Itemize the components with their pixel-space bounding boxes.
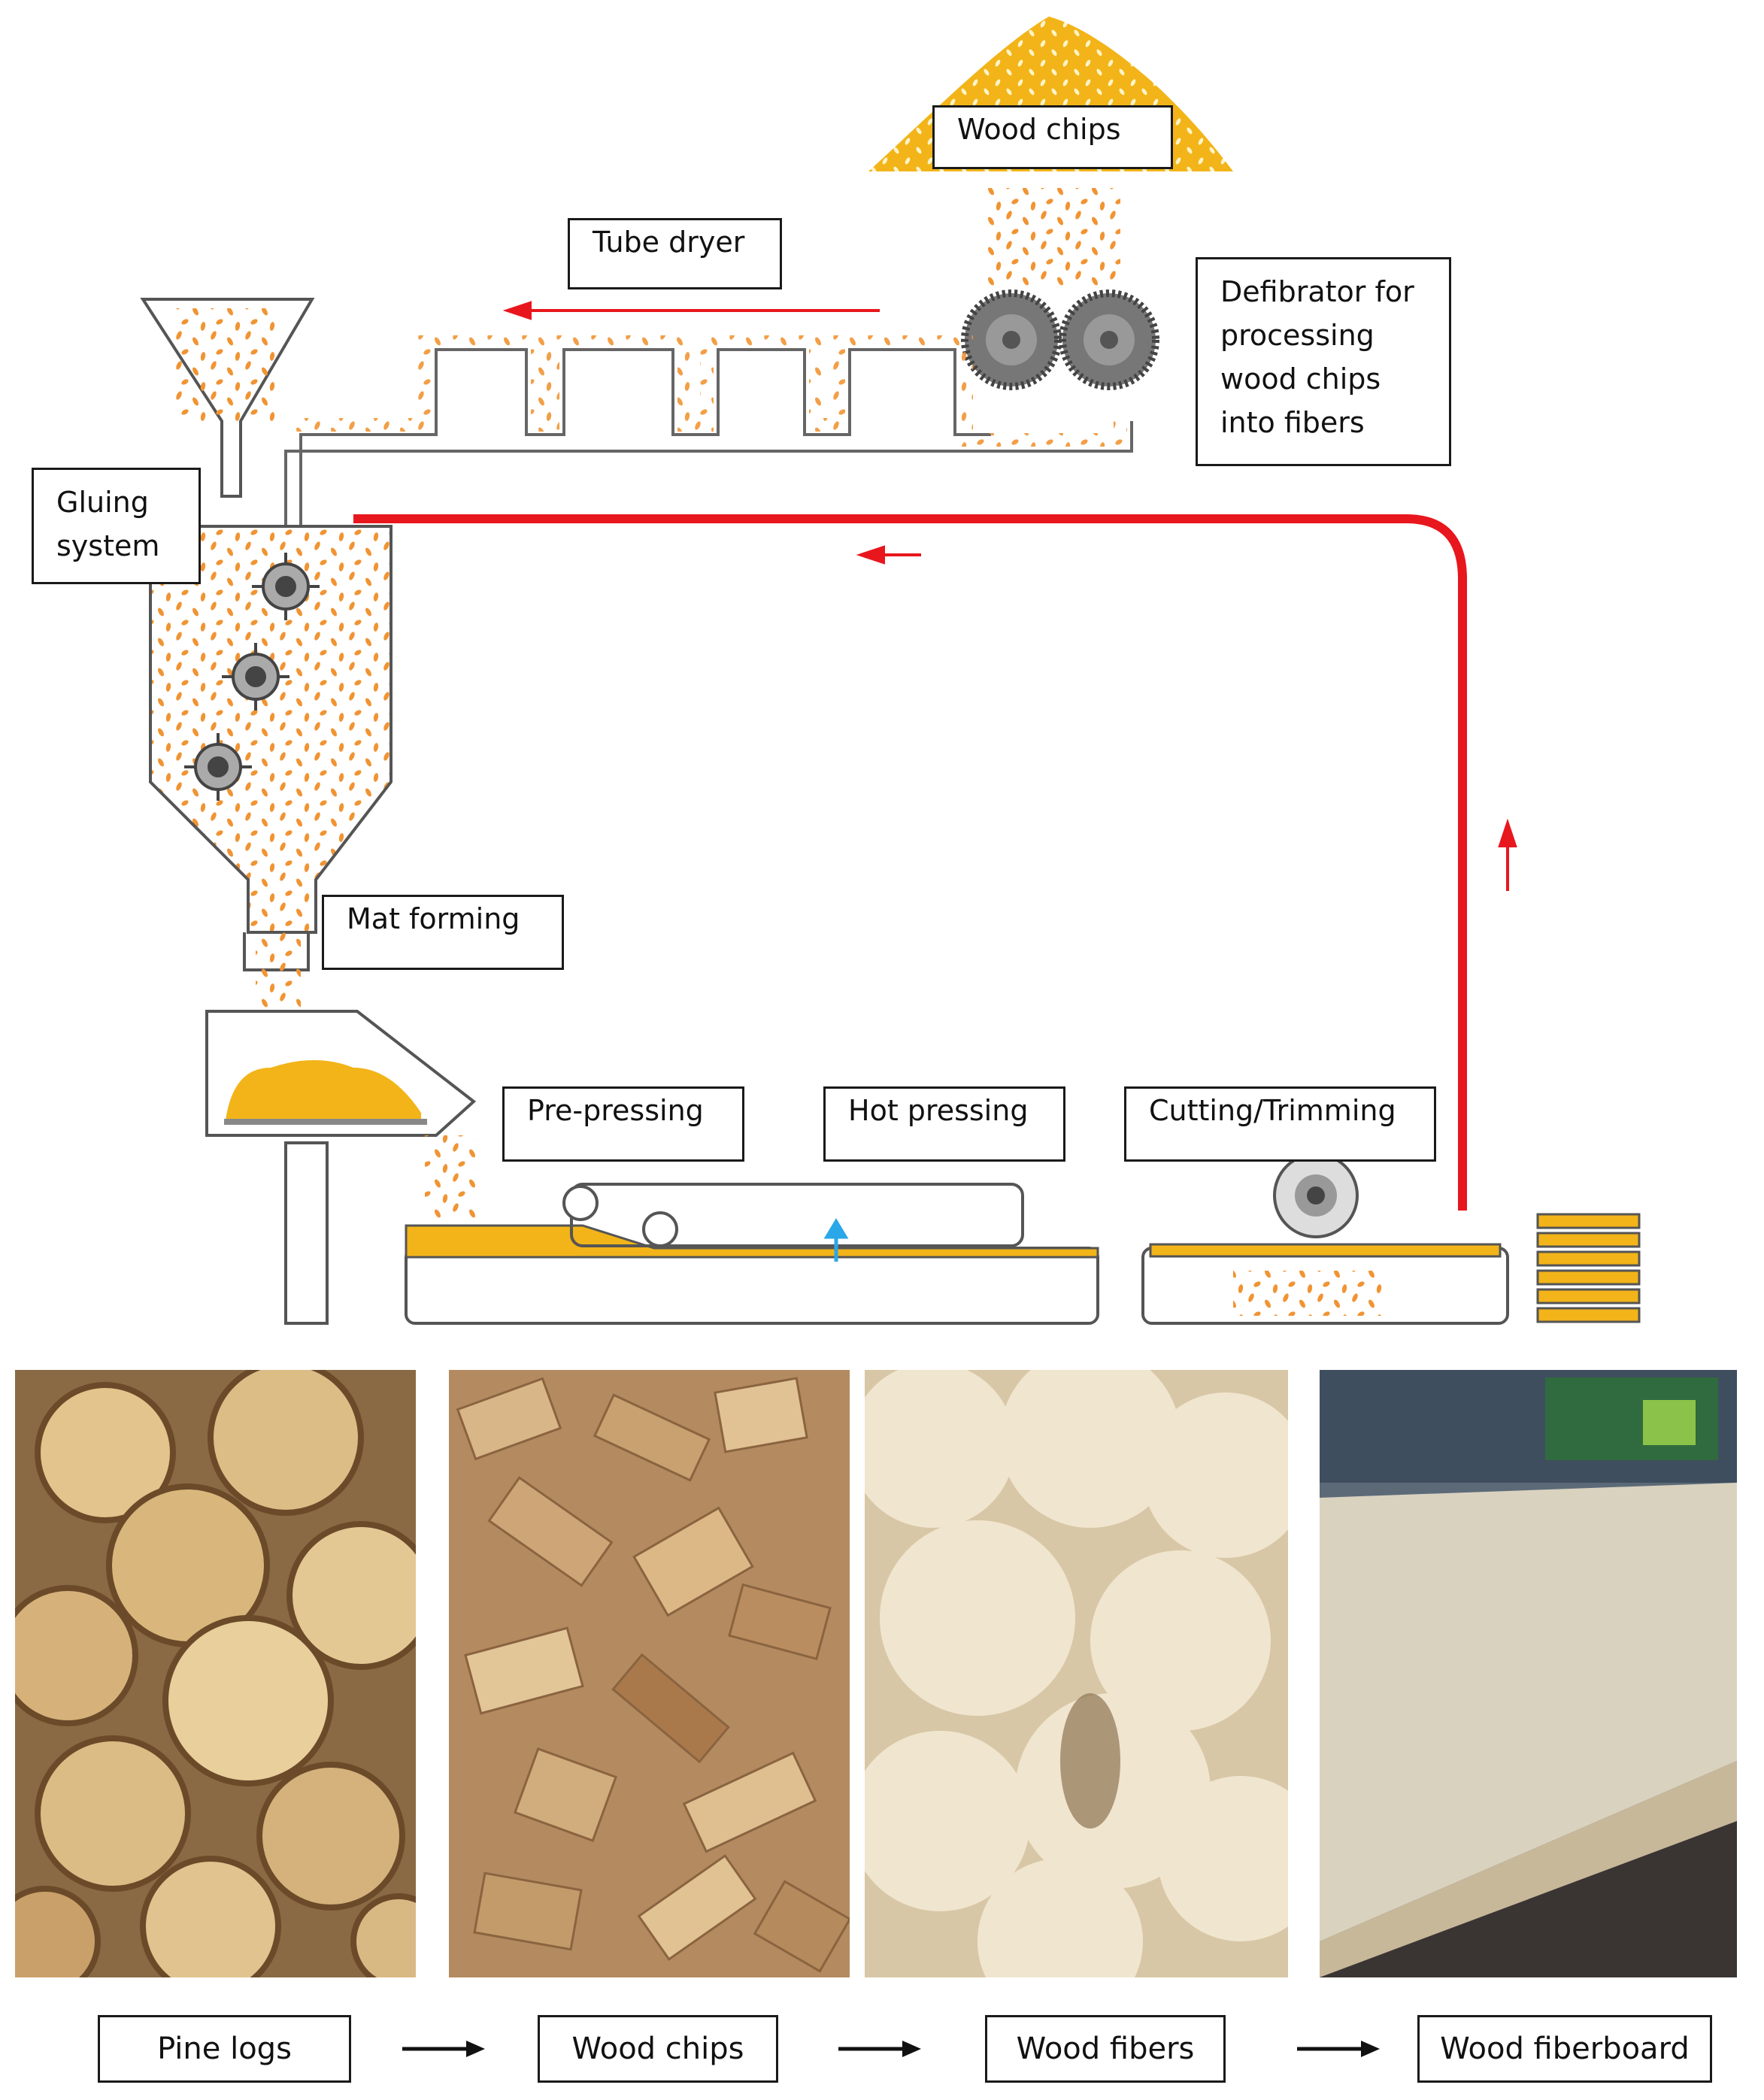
label-pre-pressing: Pre-pressing [502, 1086, 744, 1162]
recirculation-line [353, 514, 1467, 1211]
label-tube-dryer: Tube dryer [568, 218, 782, 289]
air-arrow-icon [823, 1218, 849, 1262]
defibrator-roller-icon [961, 289, 1159, 390]
tube-dryer-pipe [284, 348, 1133, 526]
flow-arrow-icon [502, 301, 1517, 891]
wood-fiberboard-photo [1320, 1370, 1737, 1977]
caption-wood-fibers: Wood fibers [985, 2015, 1226, 2083]
process-diagram [140, 17, 1641, 1325]
falling-chips [985, 188, 1120, 286]
label-cutting-trimming: Cutting/Trimming [1124, 1086, 1436, 1162]
label-mat-forming: Mat forming [322, 895, 564, 970]
wood-fibers-photo [865, 1370, 1288, 1977]
gluing-silo [149, 525, 393, 934]
label-defibrator: Defibrator for processing wood chips int… [1196, 257, 1451, 466]
arrow-right-icon [1297, 2041, 1380, 2057]
label-hot-pressing: Hot pressing [823, 1086, 1065, 1162]
arrow-right-icon [402, 2041, 485, 2057]
saw-blade-icon [1273, 1153, 1359, 1238]
label-wood-chips: Wood chips [932, 105, 1173, 169]
label-gluing-system: Gluing system [32, 468, 201, 584]
finished-board-stack [1536, 1213, 1641, 1323]
caption-pine-logs: Pine logs [98, 2015, 351, 2083]
arrow-right-icon [838, 2041, 921, 2057]
press-conveyor [405, 1247, 1099, 1325]
caption-wood-chips: Wood chips [538, 2015, 778, 2083]
gluing-mixer-icon [184, 553, 320, 801]
wood-chips-photo [449, 1370, 850, 1977]
pine-logs-photo [15, 1370, 416, 1977]
caption-wood-fiberboard: Wood fiberboard [1417, 2015, 1712, 2083]
